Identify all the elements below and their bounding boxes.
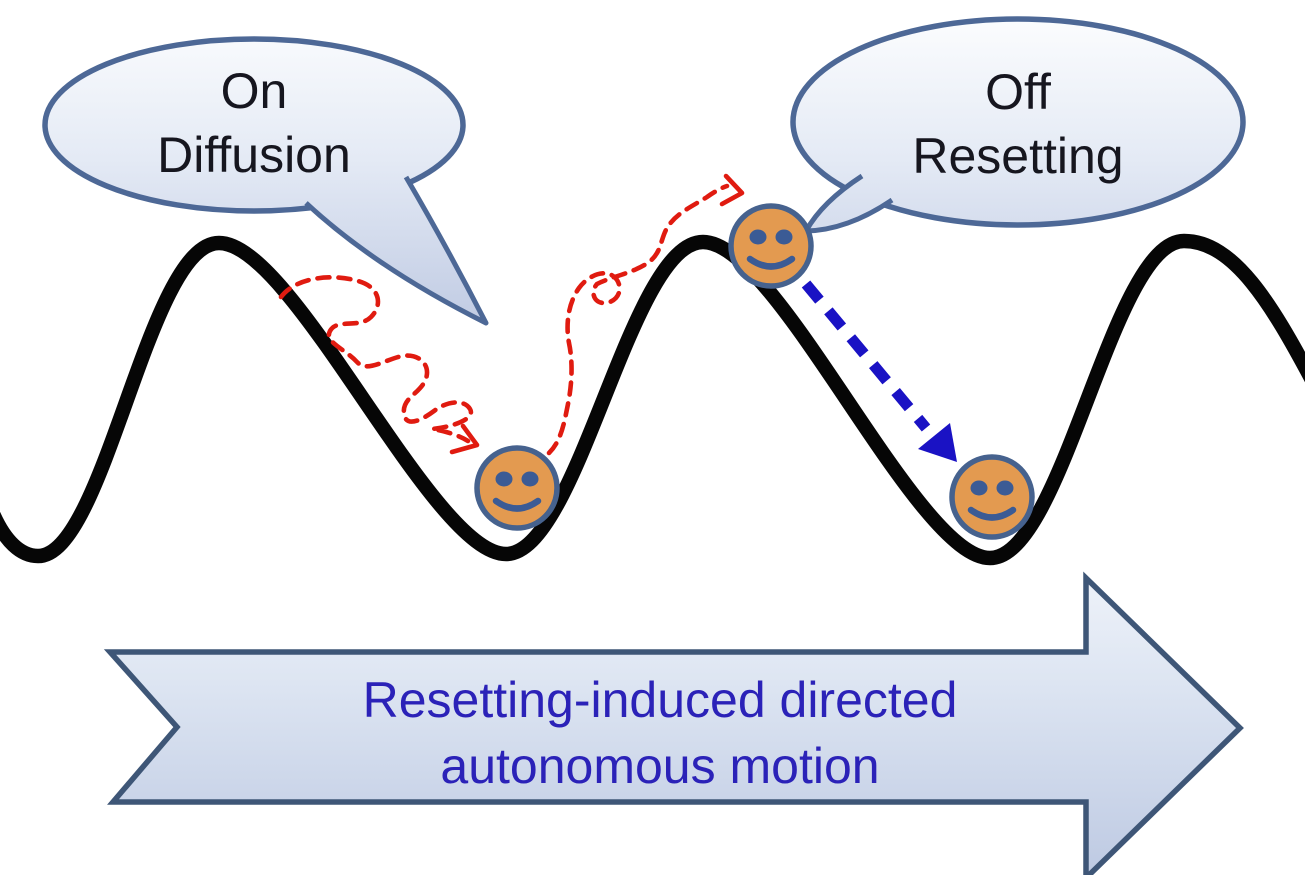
particle-smiley-peak	[731, 206, 811, 286]
resetting-arrowhead	[918, 423, 957, 462]
banner-line1: Resetting-induced directed	[362, 672, 958, 728]
speech-bubble-off-resetting	[790, 16, 1246, 234]
particle-smiley-valley1	[477, 448, 557, 528]
bubble-off-line1: Off	[985, 64, 1051, 120]
resetting-arrow	[801, 280, 931, 432]
speech-bubble-on-diffusion	[42, 36, 489, 326]
bubble-off-line2: Resetting	[912, 128, 1124, 184]
bubble-off-text: Off Resetting	[794, 60, 1242, 188]
diffusion-arrowhead-right	[719, 173, 745, 207]
diffusion-arrowhead-left	[449, 423, 480, 455]
banner-text: Resetting-induced directed autonomous mo…	[160, 667, 1160, 799]
bubble-ellipse-off	[790, 16, 1246, 228]
bubble-tail-on	[304, 175, 489, 326]
bubble-on-text: On Diffusion	[46, 59, 462, 187]
particle-smiley-valley2	[952, 457, 1032, 537]
potential-landscape-curve	[0, 233, 1305, 566]
diffusion-path-left	[278, 275, 474, 444]
banner-line2: autonomous motion	[440, 738, 880, 794]
bubble-on-line2: Diffusion	[157, 127, 351, 183]
bubble-on-line1: On	[220, 63, 288, 119]
bubble-ellipse-on	[42, 36, 466, 214]
direction-banner-arrow	[103, 571, 1244, 875]
diffusion-path-right	[546, 183, 730, 456]
